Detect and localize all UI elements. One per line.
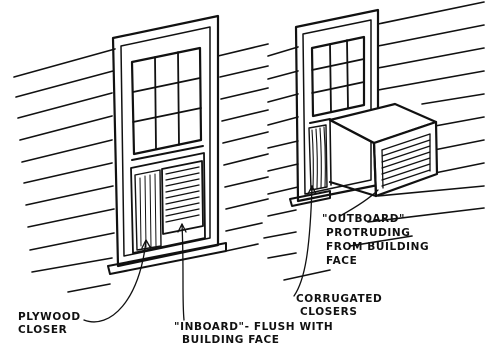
- label-inboard: "INBOARD"- FLUSH WITH BUILDING FACE: [174, 321, 333, 346]
- left-window: [108, 16, 226, 274]
- svg-text:PLYWOOD: PLYWOOD: [18, 311, 81, 323]
- left-window-casing: [113, 16, 218, 266]
- svg-text:CORRUGATED: CORRUGATED: [296, 293, 382, 305]
- right-window: [290, 10, 378, 206]
- outboard-ac-unit: [330, 104, 437, 196]
- svg-text:BUILDING FACE: BUILDING FACE: [182, 334, 280, 346]
- plywood-closer-panel: [135, 170, 161, 250]
- svg-text:"INBOARD"- FLUSH WITH: "INBOARD"- FLUSH WITH: [174, 321, 333, 333]
- left-clapboard-siding: [14, 44, 268, 292]
- svg-text:FROM BUILDING: FROM BUILDING: [326, 241, 429, 253]
- inboard-leader: [182, 224, 184, 320]
- svg-text:"OUTBOARD": "OUTBOARD": [322, 213, 405, 225]
- label-plywood-closer: PLYWOOD CLOSER: [18, 311, 81, 336]
- label-outboard: "OUTBOARD" PROTRUDING FROM BUILDING FACE: [322, 213, 429, 267]
- label-corrugated-closers: CORRUGATED CLOSERS: [296, 293, 382, 318]
- svg-text:CLOSER: CLOSER: [18, 324, 67, 336]
- svg-text:PROTRUDING: PROTRUDING: [326, 227, 411, 239]
- left-window-upper-sash: [132, 48, 201, 154]
- svg-text:CLOSERS: CLOSERS: [300, 306, 358, 318]
- svg-text:FACE: FACE: [326, 255, 357, 267]
- right-window-casing: [296, 10, 378, 201]
